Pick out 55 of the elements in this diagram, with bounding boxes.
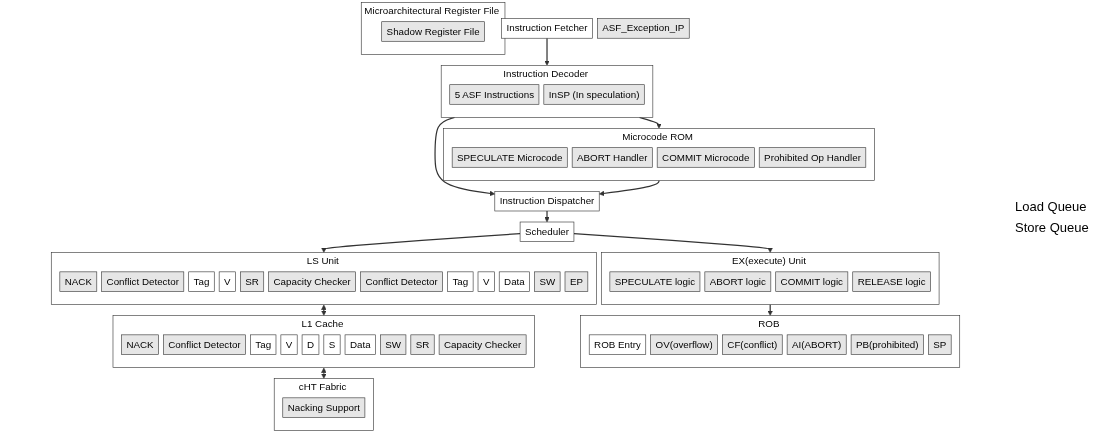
node-box: Instruction Fetcher bbox=[501, 18, 593, 39]
node-box: ABORT logic bbox=[704, 271, 772, 292]
node-box: SP bbox=[928, 334, 952, 355]
node-box: PB(prohibited) bbox=[850, 334, 924, 355]
node-box: RELEASE logic bbox=[852, 271, 931, 292]
arrow bbox=[321, 304, 327, 316]
arrow bbox=[434, 116, 496, 197]
node-box: 5 ASF Instructions bbox=[449, 84, 540, 105]
node-box: SW bbox=[534, 271, 561, 292]
node-box: SR bbox=[240, 271, 265, 292]
node-box: D bbox=[301, 334, 320, 355]
row-label: Store Queue bbox=[1015, 219, 1090, 235]
node-box: Prohibited Op Handler bbox=[758, 147, 867, 168]
node-box: Capacity Checker bbox=[438, 334, 527, 355]
node-box: SPECULATE Microcode bbox=[451, 147, 568, 168]
arrow bbox=[321, 233, 521, 253]
node-box: AI(ABORT) bbox=[786, 334, 847, 355]
node-box: V bbox=[477, 271, 495, 292]
node-box: Scheduler bbox=[519, 221, 575, 242]
node-box: Nacking Support bbox=[282, 397, 366, 418]
node-box: InSP (In speculation) bbox=[543, 84, 645, 105]
node-box: EP bbox=[564, 271, 589, 292]
node-box: NACK bbox=[59, 271, 98, 292]
node-box: Tag bbox=[447, 271, 474, 292]
node-box: V bbox=[218, 271, 236, 292]
node-box: Data bbox=[498, 271, 530, 292]
node-box: Conflict Detector bbox=[101, 271, 185, 292]
node-box: Shadow Register File bbox=[381, 21, 485, 42]
node-box: ASF_Exception_IP bbox=[597, 18, 690, 39]
node-box: ROB Entry bbox=[588, 334, 647, 355]
arrow bbox=[767, 303, 773, 316]
node-box: SR bbox=[410, 334, 435, 355]
node-box: SPECULATE logic bbox=[609, 271, 701, 292]
node-box: S bbox=[323, 334, 341, 355]
node-box: Capacity Checker bbox=[268, 271, 356, 292]
node-box: COMMIT Microcode bbox=[656, 147, 755, 168]
node-box: NACK bbox=[121, 334, 159, 355]
node-box: Tag bbox=[250, 334, 277, 355]
node-box: Instruction Dispatcher bbox=[494, 191, 600, 212]
node-box: CF(conflict) bbox=[722, 334, 783, 355]
node-box: Data bbox=[344, 334, 376, 355]
arrow bbox=[573, 233, 773, 253]
node-box: SW bbox=[380, 334, 407, 355]
node-box: OV(overflow) bbox=[650, 334, 718, 355]
node-box: Tag bbox=[188, 271, 215, 292]
node-box: Conflict Detector bbox=[163, 334, 246, 355]
node-box: Conflict Detector bbox=[360, 271, 443, 292]
arrow bbox=[321, 367, 327, 379]
row-label: Load Queue bbox=[1015, 198, 1088, 214]
node-box: ABORT Handler bbox=[571, 147, 653, 168]
arrow bbox=[599, 179, 660, 197]
arrow bbox=[544, 37, 550, 66]
arrow bbox=[544, 210, 550, 223]
node-box: V bbox=[280, 334, 298, 355]
node-box: COMMIT logic bbox=[775, 271, 849, 292]
